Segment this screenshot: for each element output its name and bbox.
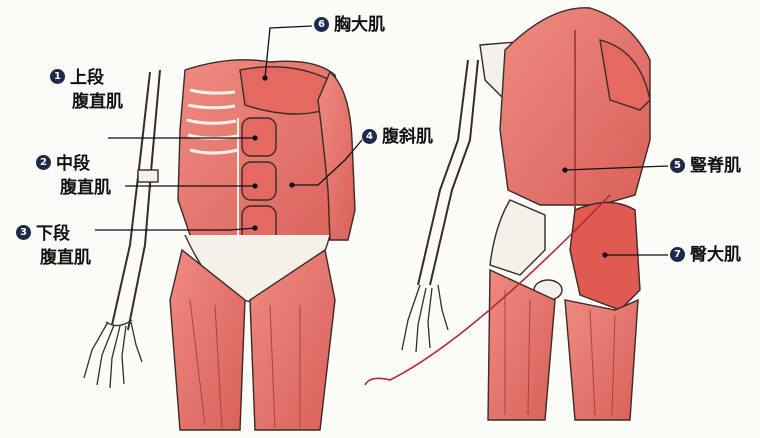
label-upper-rectus-abdominis: 1 上段 腹直肌 xyxy=(50,66,123,114)
label-number-badge: 4 xyxy=(362,129,377,144)
label-erector-spinae: 5 豎脊肌 xyxy=(670,155,741,177)
label-number-badge: 2 xyxy=(36,155,51,170)
label-number-badge: 1 xyxy=(50,69,65,84)
label-text: 胸大肌 xyxy=(334,14,385,36)
label-lower-rectus-abdominis: 3 下段 腹直肌 xyxy=(16,222,91,270)
label-text-line2: 腹直肌 xyxy=(60,176,111,200)
label-gluteus-maximus: 7 臀大肌 xyxy=(670,244,741,266)
label-text-line1: 中段 xyxy=(56,152,111,176)
label-text-line2: 腹直肌 xyxy=(40,246,91,270)
back-figure xyxy=(365,8,650,420)
label-pectoralis-major: 6 胸大肌 xyxy=(314,14,385,36)
label-number-badge: 6 xyxy=(314,17,329,32)
label-number-badge: 7 xyxy=(670,247,685,262)
label-number-badge: 3 xyxy=(16,225,31,240)
label-text-line2: 腹直肌 xyxy=(72,90,123,114)
label-obliques: 4 腹斜肌 xyxy=(362,126,433,148)
label-text-line1: 下段 xyxy=(36,222,91,246)
label-text: 豎脊肌 xyxy=(690,155,741,177)
front-figure xyxy=(84,60,355,430)
label-middle-rectus-abdominis: 2 中段 腹直肌 xyxy=(36,152,111,200)
label-text-line1: 上段 xyxy=(70,66,123,90)
label-text: 臀大肌 xyxy=(690,244,741,266)
label-text: 腹斜肌 xyxy=(382,126,433,148)
label-number-badge: 5 xyxy=(670,158,685,173)
